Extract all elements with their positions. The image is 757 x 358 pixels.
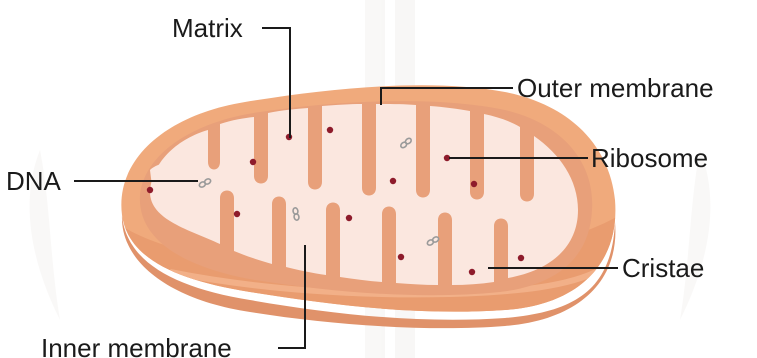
cristae-label: Cristae <box>622 253 704 283</box>
ribosome <box>398 254 404 260</box>
ribosome <box>147 187 153 193</box>
ribosome <box>390 178 396 184</box>
inner-membrane <box>140 101 592 295</box>
ribosome <box>518 255 524 261</box>
ribosome <box>327 127 333 133</box>
ribosome-label: Ribosome <box>591 143 708 173</box>
ribosome <box>234 211 240 217</box>
ribosome <box>346 215 352 221</box>
matrix-label: Matrix <box>172 13 243 43</box>
inner-membrane-label: Inner membrane <box>41 333 232 358</box>
ribosome <box>469 269 475 275</box>
outer-membrane-label: Outer membrane <box>517 73 714 103</box>
dna-label: DNA <box>6 166 62 196</box>
ribosome <box>250 159 256 165</box>
ribosome <box>471 181 477 187</box>
